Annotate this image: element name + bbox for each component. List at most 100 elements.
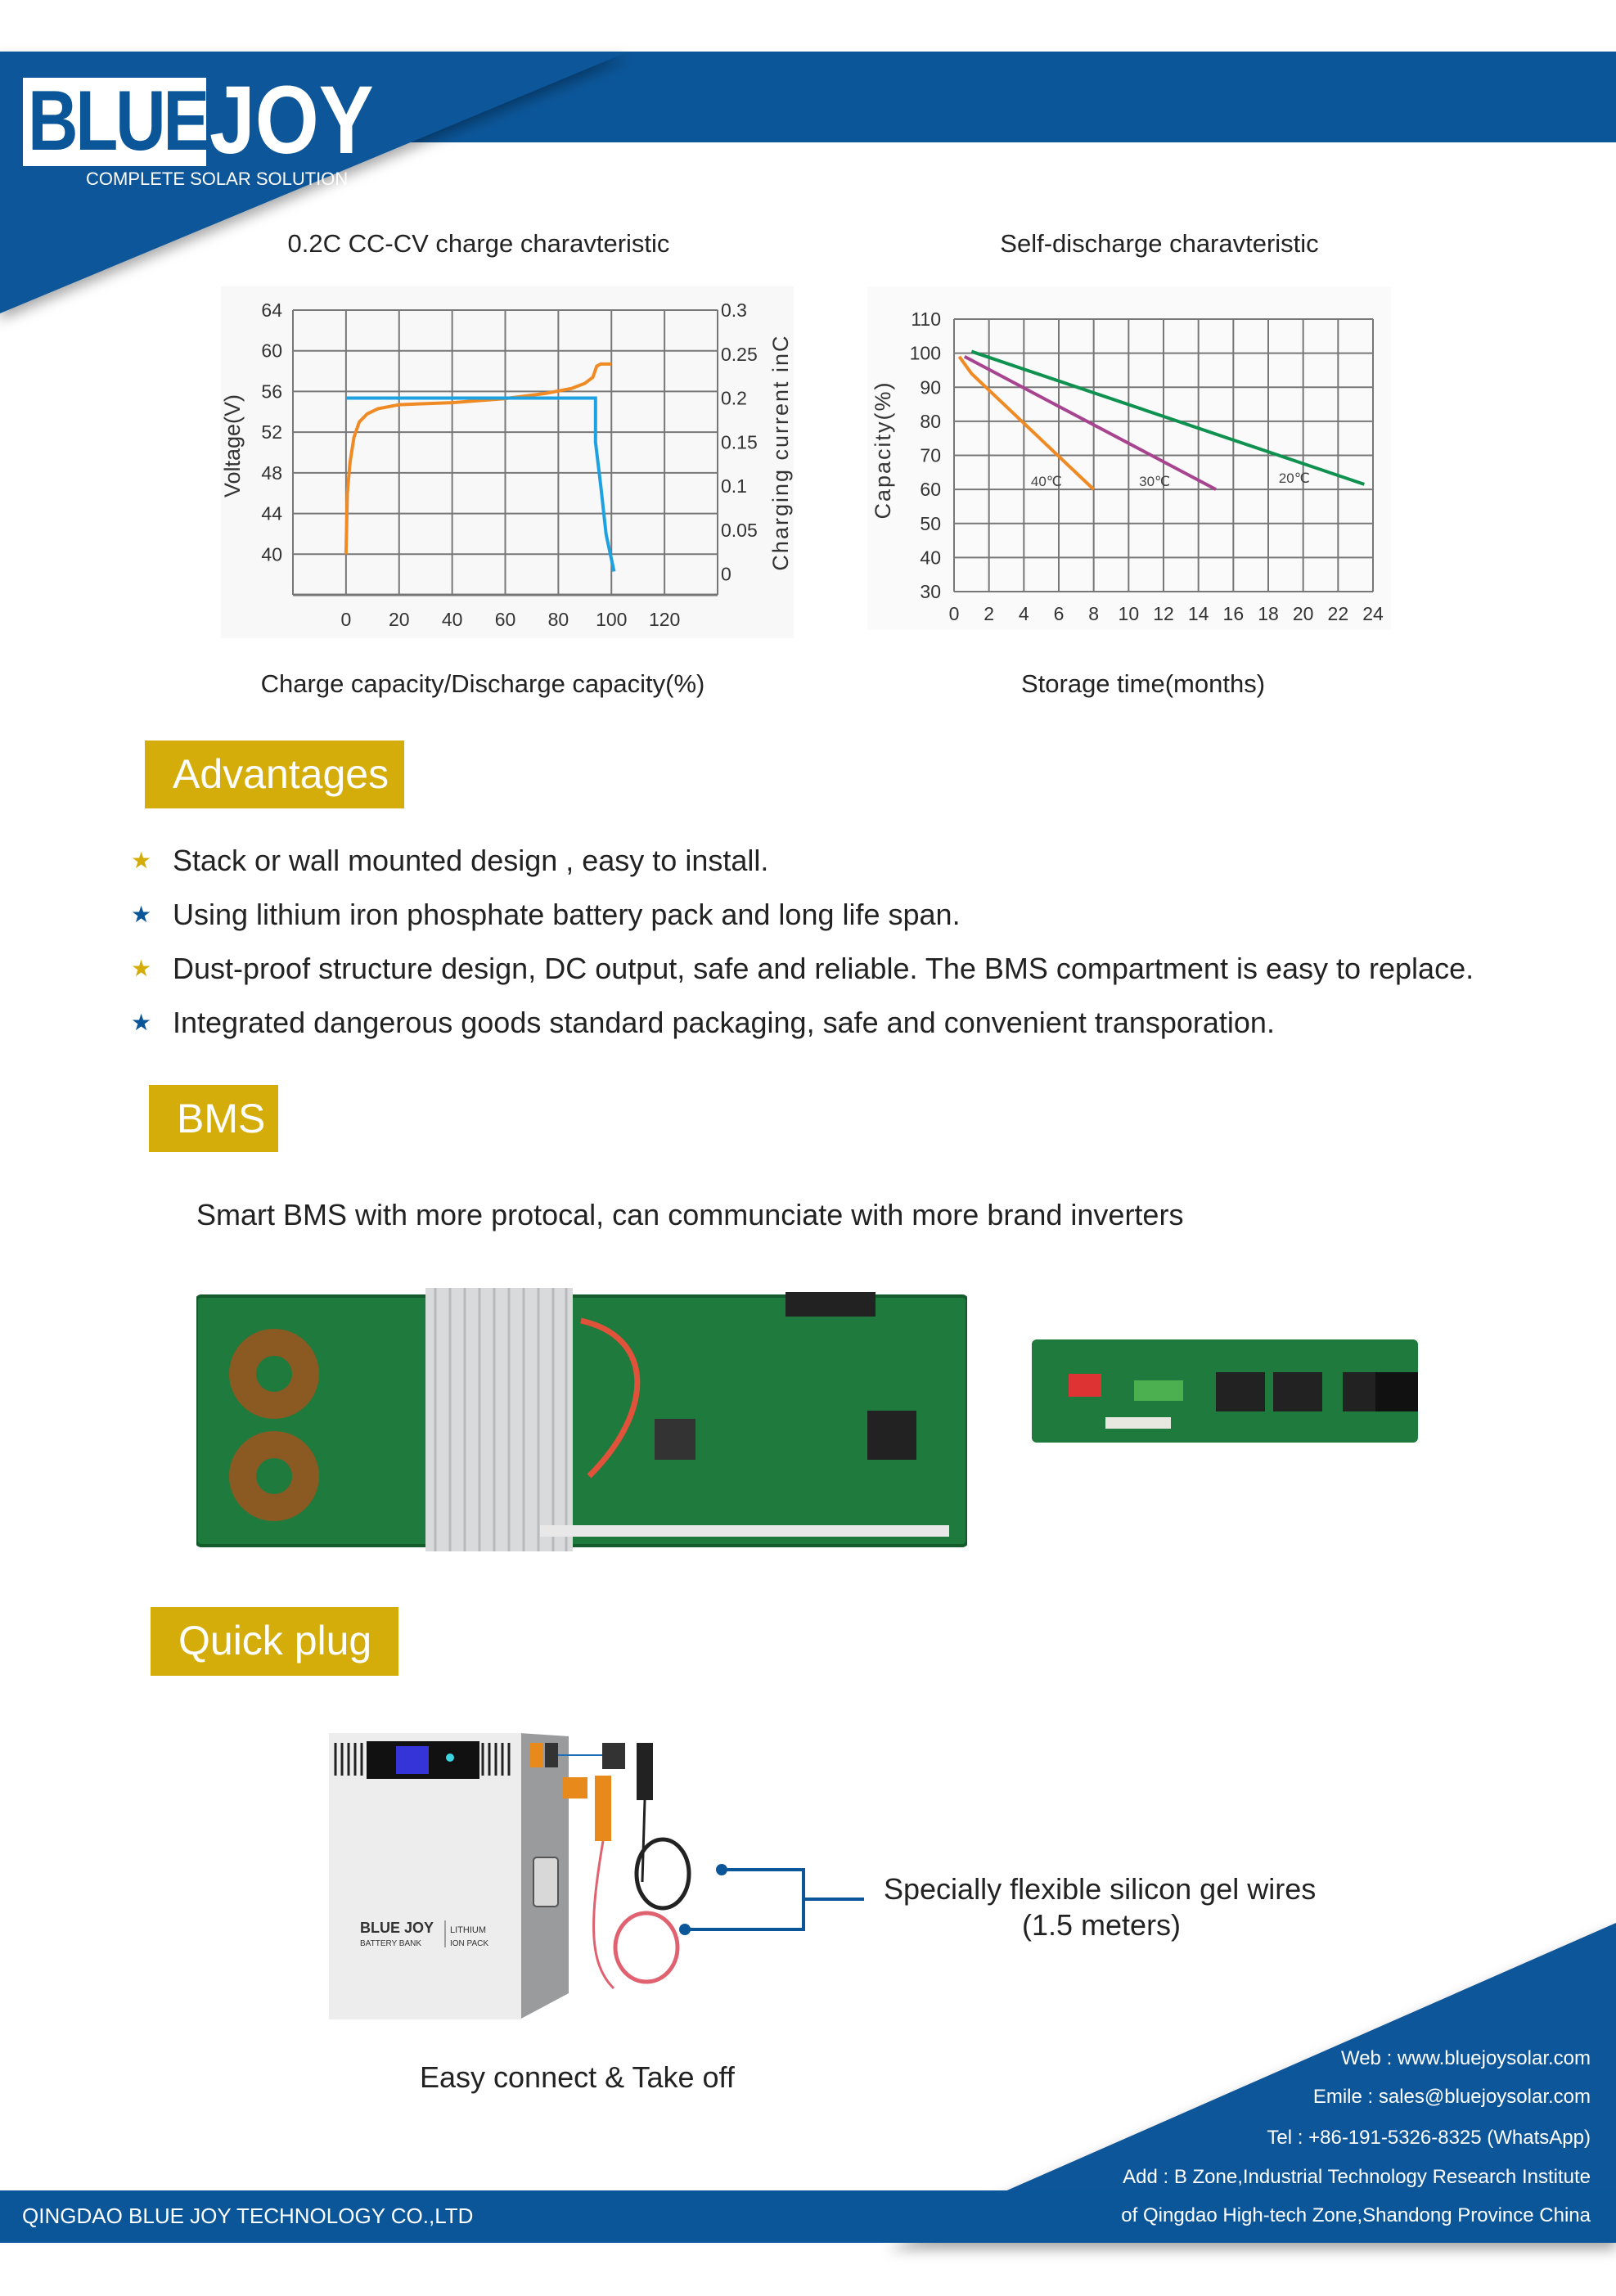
chart2-y-tick: 50 (920, 513, 941, 534)
quick-plug-caption: Easy connect & Take off (420, 2060, 735, 2094)
chart2-y-tick: 60 (920, 479, 941, 500)
chart2-xlabel: Storage time(months) (1020, 669, 1266, 698)
chart1-y2-tick: 0 (721, 564, 731, 585)
bms-heading: BMS (149, 1085, 278, 1152)
chart2-x-tick: 8 (1088, 603, 1099, 624)
chart2-x-tick: 24 (1362, 603, 1384, 624)
star-icon: ★ (131, 956, 152, 981)
advantage-text: Using lithium iron phosphate battery pac… (173, 898, 961, 931)
wire-label-line2: (1.5 meters) (1022, 1908, 1182, 1942)
logo-text-blue: BLUE (28, 74, 209, 169)
chart1-y-tick: 44 (261, 503, 282, 524)
chart1-x-tick: 100 (596, 609, 627, 630)
chart1-y-tick: 40 (261, 543, 282, 565)
chart1-x-tick: 40 (442, 609, 463, 630)
chart1-y2-tick: 0.15 (721, 431, 758, 452)
chart2-y-tick: 110 (911, 308, 941, 330)
battery-type-text: LITHIUM (450, 1925, 486, 1935)
chart2-y-tick: 80 (920, 411, 941, 432)
advantage-text: Integrated dangerous goods standard pack… (173, 1006, 1275, 1039)
chart2-x-tick: 18 (1258, 603, 1279, 624)
footer-address-line2: of Qingdao High-tech Zone,Shandong Provi… (1121, 2204, 1591, 2226)
chart2-x-tick: 20 (1293, 603, 1314, 624)
advantage-text: Dust-proof structure design, DC output, … (173, 952, 1474, 985)
chart1-y2-tick: 0.2 (721, 388, 747, 409)
battery-sub-text-1: BATTERY BANK (360, 1939, 421, 1948)
chart1-xlabel: Charge capacity/Discharge capacity(%) (260, 669, 705, 698)
chart2-y-tick: 70 (920, 445, 941, 466)
wire-label-line1: Specially flexible silicon gel wires (884, 1872, 1317, 1906)
footer-tel: Tel : +86-191-5326-8325 (WhatsApp) (1267, 2127, 1591, 2149)
chart1-y2-tick: 0.1 (721, 475, 747, 497)
logo-tagline: COMPLETE SOLAR SOLUTION (86, 169, 349, 189)
chart2-y-tick: 90 (920, 376, 941, 398)
chart2-series-label: 30℃ (1139, 474, 1170, 489)
chart2-x-tick: 22 (1328, 603, 1349, 624)
footer-web: Web : www.bluejoysolar.com (1340, 2047, 1591, 2069)
chart1-title: 0.2C CC-CV charge charavteristic (287, 229, 670, 258)
chart1-y2-tick: 0.05 (721, 520, 758, 541)
footer-band (0, 2190, 1616, 2243)
advantage-item: ★ Using lithium iron phosphate battery pa… (131, 898, 961, 932)
quick-plug-heading: Quick plug (151, 1607, 398, 1676)
bms-description: Smart BMS with more protocal, can commun… (196, 1198, 1184, 1231)
chart2-x-tick: 0 (949, 603, 960, 624)
chart2-x-tick: 2 (984, 603, 994, 624)
bms-comm-board-image (1032, 1339, 1418, 1443)
wire-callout-bracket (679, 1864, 864, 1935)
chart2-x-tick: 12 (1153, 603, 1174, 624)
chart2-series-label: 20℃ (1279, 470, 1310, 486)
star-icon: ★ (131, 1010, 152, 1035)
footer-company: QINGDAO BLUE JOY TECHNOLOGY CO.,LTD (22, 2204, 474, 2228)
chart1-series-voltage (344, 362, 612, 555)
footer-email: Emile : sales@bluejoysolar.com (1312, 2086, 1591, 2108)
battery-sub-text-2: ION PACK (450, 1939, 488, 1948)
chart1-x-tick: 0 (340, 609, 351, 630)
chart2-x-tick: 16 (1223, 603, 1245, 624)
logo-text-joy: JOY (209, 66, 374, 174)
advantages-heading: Advantages (145, 741, 404, 808)
chart1-background (221, 286, 794, 638)
chart2-x-tick: 14 (1188, 603, 1209, 624)
chart2-series-line (963, 355, 1217, 491)
logo-white-box (23, 78, 206, 166)
chart1-x-tick: 60 (495, 609, 516, 630)
battery-pack-image: BLUE JOY LITHIUM BATTERY BANK ION PACK (329, 1733, 691, 2019)
advantage-item: ★ Integrated dangerous goods standard pac… (131, 1006, 1275, 1040)
chart1-y2label: Charging current inC (768, 334, 793, 570)
chart2-ylabel: Capacity(%) (871, 380, 895, 519)
advantage-item: ★ Stack or wall mounted design , easy to … (131, 844, 768, 878)
chart2-x-tick: 6 (1054, 603, 1065, 624)
star-icon: ★ (131, 902, 152, 927)
bms-main-board-image (196, 1288, 967, 1551)
chart2-y-tick: 40 (920, 547, 941, 568)
chart1-x-tick: 120 (649, 609, 680, 630)
chart1-y-tick: 64 (261, 299, 282, 321)
chart2-x-tick: 4 (1019, 603, 1029, 624)
chart1-y-tick: 56 (261, 380, 282, 402)
chart2-title: Self-discharge charavteristic (1000, 229, 1319, 258)
chart2-series-line (970, 349, 1365, 486)
chart1-y-tick: 48 (261, 462, 282, 484)
chart1-x-tick: 20 (389, 609, 410, 630)
chart1-y2-tick: 0.3 (721, 299, 747, 321)
footer-diagonal (888, 1923, 1616, 2243)
footer-address-line1: Add : B Zone,Industrial Technology Resea… (1123, 2166, 1591, 2188)
charge-characteristic-chart: 0 20 40 60 80 100 120 64 60 56 52 48 44 40 0.3 0.25 0.2 0… (220, 286, 794, 638)
advantage-text: Stack or wall mounted design , easy to i… (173, 844, 769, 877)
chart2-series-label: 40℃ (1031, 474, 1062, 489)
chart1-y-tick: 60 (261, 340, 282, 362)
advantage-item: ★ Dust-proof structure design, DC output,… (131, 952, 1474, 986)
chart1-y-tick: 52 (261, 421, 282, 443)
chart2-series-line (957, 355, 1096, 491)
chart1-y2-tick: 0.25 (721, 344, 758, 365)
star-icon: ★ (131, 848, 152, 873)
chart2-y-tick: 30 (920, 581, 941, 602)
chart1-series-current (345, 396, 616, 572)
battery-brand-text: BLUE JOY (360, 1920, 434, 1936)
chart1-x-tick: 80 (548, 609, 569, 630)
chart2-y-tick: 100 (910, 343, 941, 364)
chart1-ylabel: Voltage(V) (220, 394, 245, 497)
chart2-x-tick: 10 (1119, 603, 1140, 624)
